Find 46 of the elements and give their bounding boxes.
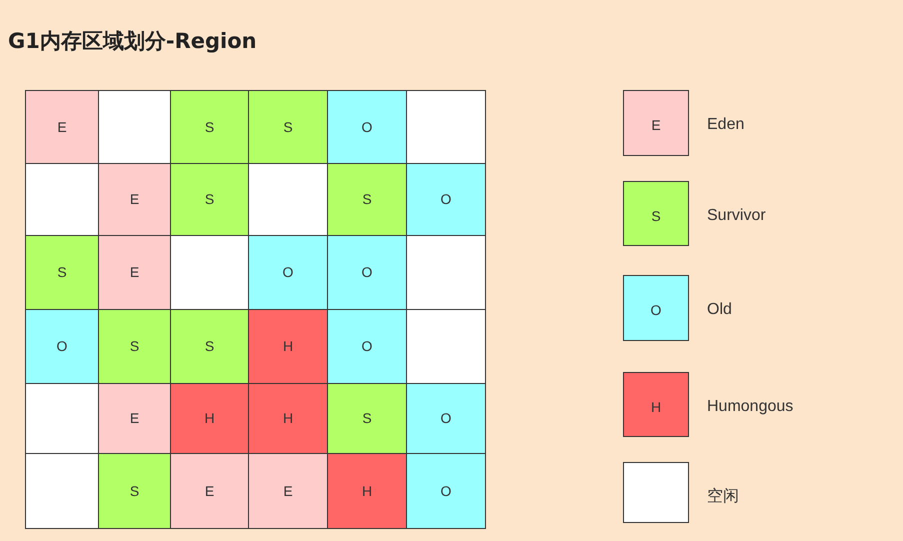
- region-cell: E: [98, 235, 171, 310]
- region-cell: H: [248, 309, 328, 384]
- region-cell: S: [170, 90, 249, 164]
- region-cell: [248, 163, 328, 236]
- region-cell: [406, 235, 486, 310]
- region-cell: S: [98, 309, 171, 384]
- region-cell: E: [25, 90, 99, 164]
- region-cell: O: [248, 235, 328, 310]
- region-cell: E: [170, 453, 249, 529]
- region-cell: [25, 453, 99, 529]
- legend-swatch: H: [623, 372, 689, 437]
- region-cell: O: [327, 235, 407, 310]
- region-cell: H: [327, 453, 407, 529]
- region-cell: E: [98, 163, 171, 236]
- region-cell: O: [327, 309, 407, 384]
- region-cell: [170, 235, 249, 310]
- legend-text: Old: [707, 300, 732, 320]
- legend-text: Survivor: [707, 206, 766, 226]
- region-cell: H: [170, 383, 249, 454]
- region-cell: [406, 90, 486, 164]
- region-cell: [406, 309, 486, 384]
- legend-swatch: E: [623, 90, 689, 156]
- region-cell: S: [170, 309, 249, 384]
- region-cell: O: [406, 383, 486, 454]
- region-cell: O: [25, 309, 99, 384]
- region-cell: S: [170, 163, 249, 236]
- region-cell: [25, 383, 99, 454]
- region-cell: O: [327, 90, 407, 164]
- region-cell: O: [406, 453, 486, 529]
- region-cell: O: [406, 163, 486, 236]
- legend-text: Eden: [707, 115, 744, 135]
- region-cell: S: [248, 90, 328, 164]
- title: G1内存区域划分-Region: [8, 28, 257, 55]
- region-cell: S: [98, 453, 171, 529]
- region-cell: H: [248, 383, 328, 454]
- region-cell: S: [327, 163, 407, 236]
- legend-swatch: S: [623, 181, 689, 246]
- region-cell: [25, 163, 99, 236]
- legend-swatch: O: [623, 275, 689, 341]
- region-cell: E: [98, 383, 171, 454]
- region-cell: [98, 90, 171, 164]
- region-cell: S: [25, 235, 99, 310]
- region-cell: E: [248, 453, 328, 529]
- region-cell: S: [327, 383, 407, 454]
- legend-text: 空闲: [707, 486, 739, 507]
- legend-text: Humongous: [707, 397, 794, 417]
